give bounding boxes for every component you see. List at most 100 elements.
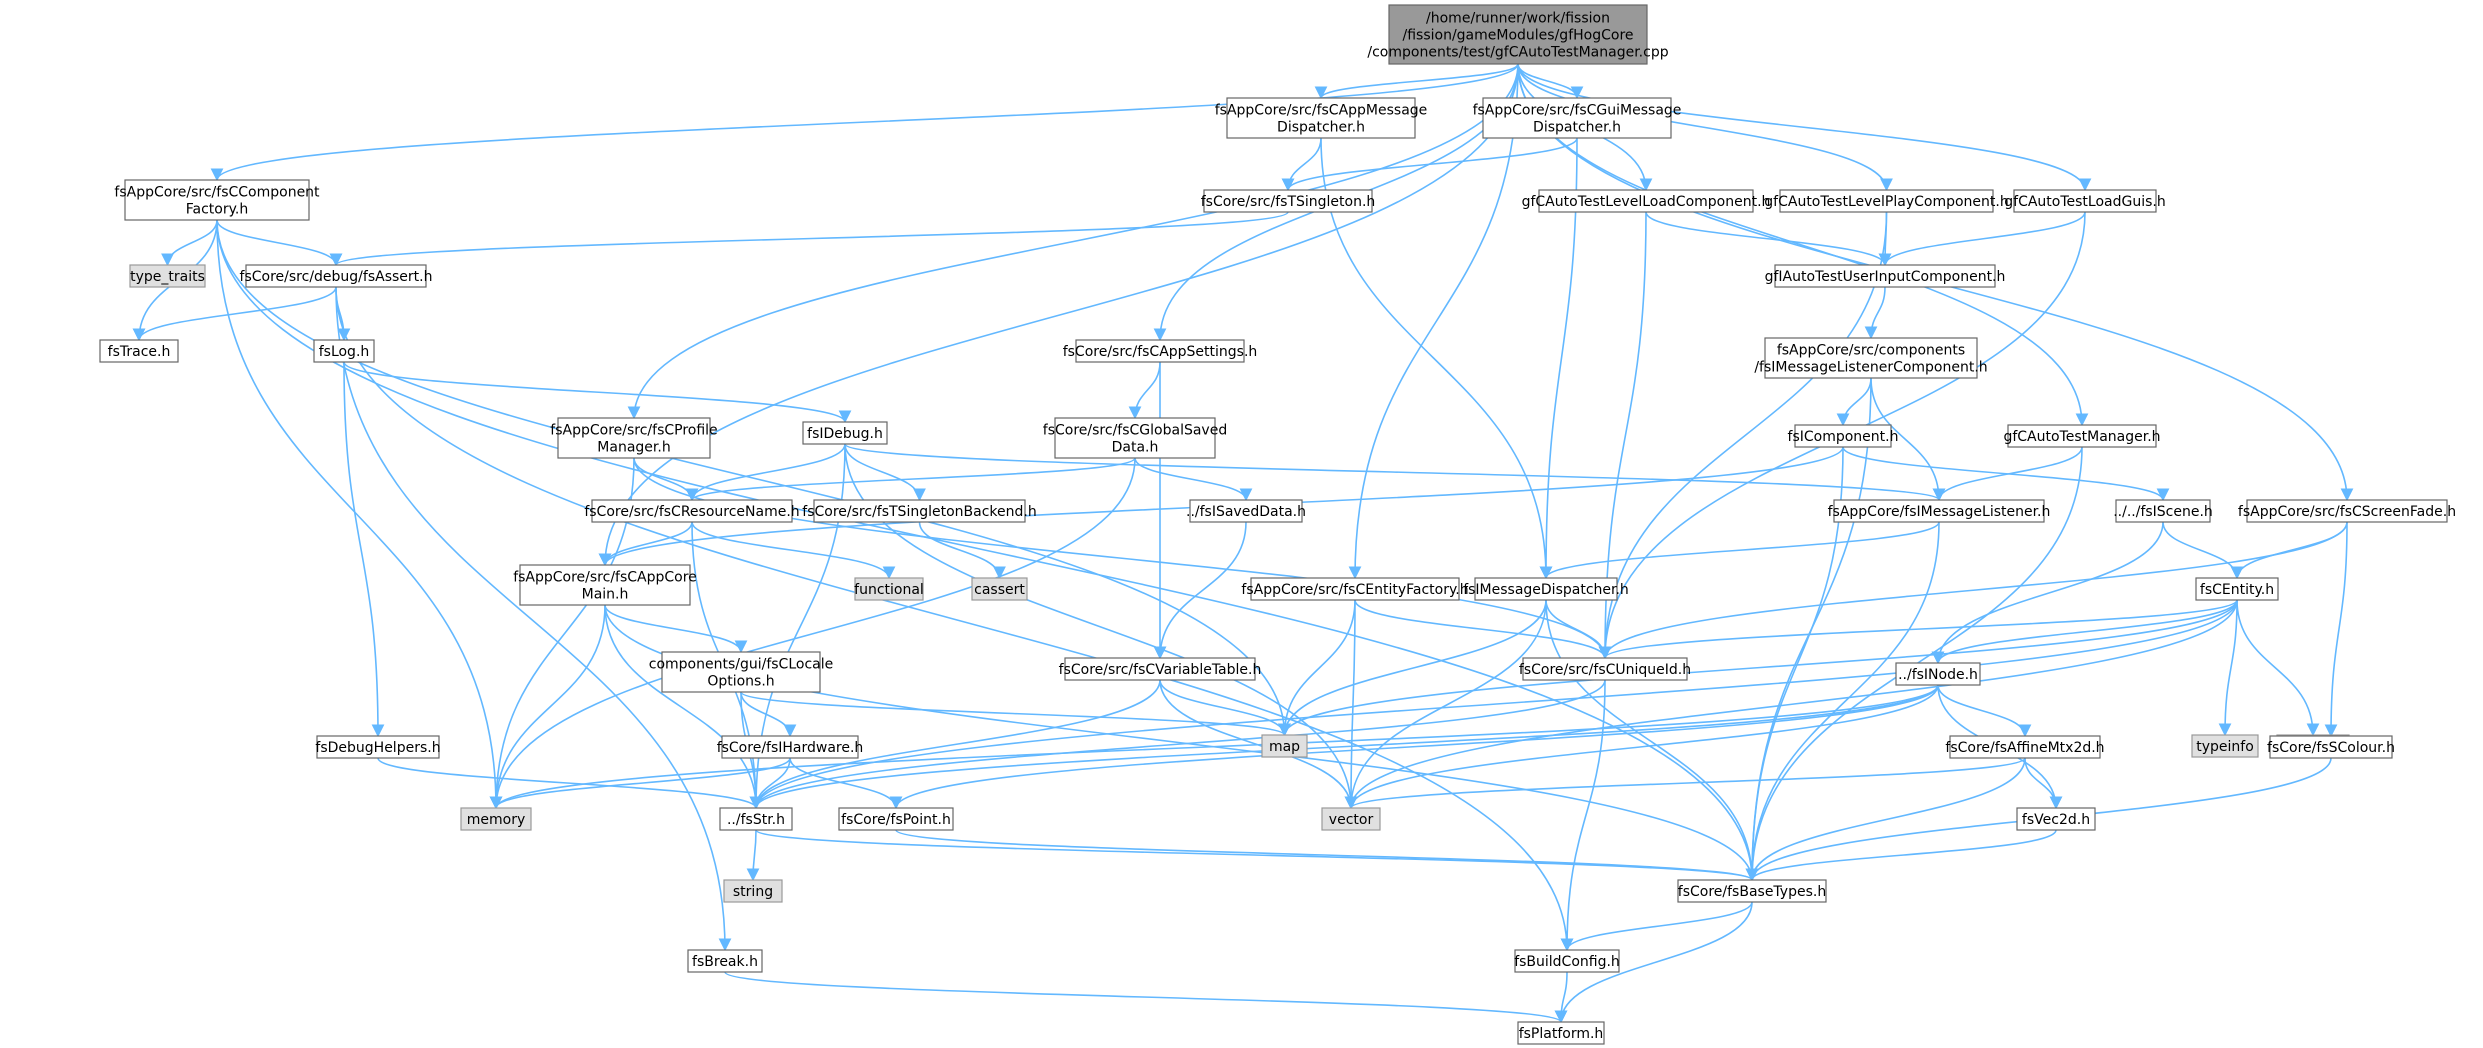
node-affine[interactable]: fsCore/fsAffineMtx2d.h [1945,735,2105,759]
node-label: ../fsINode.h [1898,667,1978,683]
node-box [1895,662,1981,686]
node-platform[interactable]: fsPlatform.h [1517,1021,1605,1045]
node-singleton-backend[interactable]: fsCore/src/fsTSingletonBackend.h [802,499,1037,523]
edge-comp_factory-to-basetypes [216,219,1759,882]
node-auto-test-mgr[interactable]: gfCAutoTestManager.h [2003,424,2161,448]
node-isaveddata[interactable]: ../fsISavedData.h [1186,499,1306,523]
node-fsinode[interactable]: ../fsINode.h [1895,662,1981,686]
node-box [2195,577,2279,601]
node-type-traits: type_traits [129,264,206,288]
node-label: gfCAutoTestLevelPlayComponent.h [1764,194,2008,210]
node-label: fsAppCore/fsIMessageListener.h [1828,504,2051,520]
node-label: fsCore/fsBaseTypes.h [1678,884,1826,900]
edge-resname-to-appcore_main [598,521,693,567]
edge-locale_opts-to-map [740,691,1291,737]
node-box [2013,189,2157,213]
node-label: fsCore/src/fsCUniqueId.h [1519,662,1691,678]
node-buildconfig[interactable]: fsBuildConfig.h [1514,949,1620,973]
node-label: Dispatcher.h [1277,120,1365,136]
node-icomponent[interactable]: fsIComponent.h [1788,424,1899,448]
node-label: fsCore/src/fsTSingletonBackend.h [802,504,1036,520]
node-fsihardware[interactable]: fsCore/fsIHardware.h [717,735,864,759]
node-box [316,735,440,759]
node-label: fsIDebug.h [807,426,883,442]
edge-vec2d-to-basetypes [1745,829,2057,882]
node-fsassert[interactable]: fsCore/src/debug/fsAssert.h [240,264,433,288]
node-load-guis[interactable]: gfCAutoTestLoadGuis.h [2004,189,2166,213]
edge-root-to-app_msg_disp [1314,63,1519,100]
node-fspoint[interactable]: fsCore/fsPoint.h [838,807,954,831]
node-label: Data.h [1112,440,1159,456]
node-box [1189,499,1303,523]
node-vec2d[interactable]: fsVec2d.h [2016,807,2096,831]
node-box [519,564,691,606]
node-app-settings[interactable]: fsCore/src/fsCAppSettings.h [1063,339,1258,363]
edge-global_saved-to-isaveddata [1134,457,1253,502]
node-fsidebug[interactable]: fsIDebug.h [802,421,888,445]
node-label: fsCore/fsIHardware.h [717,740,864,756]
node-label: fsIComponent.h [1788,429,1899,445]
node-box [2115,499,2211,523]
node-tsingleton[interactable]: fsCore/src/fsTSingleton.h [1201,189,1376,213]
node-box [1833,499,2045,523]
node-box [661,651,821,693]
node-label: fsLog.h [319,344,370,360]
node-scolour[interactable]: fsCore/fsSColour.h [2267,735,2395,759]
node-basetypes[interactable]: fsCore/fsBaseTypes.h [1677,879,1827,903]
edge-gui_msg_disp-to-tsingleton [1281,137,1578,192]
node-msg-listener-comp[interactable]: fsAppCore/src/components/fsIMessageListe… [1754,337,1988,379]
node-screen-fade[interactable]: fsAppCore/src/fsCScreenFade.h [2238,499,2456,523]
edge-global_saved-to-memory [489,457,1136,810]
edge-buildconfig-to-platform [1554,971,1568,1024]
node-root[interactable]: /home/runner/work/fission/fission/gameMo… [1367,4,1669,65]
node-box [813,499,1026,523]
node-entity-factory[interactable]: fsAppCore/src/fsCEntityFactory.h [1241,577,1469,601]
node-centity[interactable]: fsCEntity.h [2195,577,2279,601]
edge-uniqueid-to-fsstr [749,679,1606,810]
node-label: memory [467,812,526,828]
edge-uniqueid-to-buildconfig [1560,679,1606,952]
node-imsg-dispatcher[interactable]: fsIMessageDispatcher.h [1463,577,1629,601]
node-user-input[interactable]: gfIAutoTestUserInputComponent.h [1765,264,2006,288]
node-uniqueid[interactable]: fsCore/src/fsCUniqueId.h [1519,657,1691,681]
node-label: fsCore/fsPoint.h [841,812,951,828]
node-fsbreak[interactable]: fsBreak.h [687,949,763,973]
node-level-play[interactable]: gfCAutoTestLevelPlayComponent.h [1764,189,2009,213]
node-fstrace[interactable]: fsTrace.h [99,339,179,363]
edge-auto_test_mgr-to-imsg_listener [1932,446,2083,502]
node-label: fsCore/fsAffineMtx2d.h [1945,740,2104,756]
node-label: ../fsISavedData.h [1186,504,1306,520]
node-box [2269,735,2393,759]
node-box [1779,189,1994,213]
node-variable-table[interactable]: fsCore/src/fsCVariableTable.h [1059,657,1262,681]
edge-entity_factory-to-vector [1344,599,1358,810]
node-vector: vector [1321,807,1381,831]
node-label: fsAppCore/src/fsCAppCore [513,570,697,586]
node-box [129,264,206,288]
node-fsstr[interactable]: ../fsStr.h [719,807,793,831]
node-label: string [733,884,773,900]
node-box [2016,807,2096,831]
node-level-load[interactable]: gfCAutoTestLevelLoadComponent.h [1522,189,1771,213]
node-resname[interactable]: fsCore/src/fsCResourceName.h [584,499,800,523]
node-box [1064,657,1256,681]
node-memory: memory [460,807,532,831]
edge-imsg_dispatcher-to-vector [1344,599,1547,810]
node-cassert: cassert [971,577,1028,601]
edge-root-to-entity_factory [1348,63,1519,580]
node-debug-helpers[interactable]: fsDebugHelpers.h [315,735,441,759]
node-label: fsCore/src/fsCGlobalSaved [1043,423,1227,439]
node-imsg-listener[interactable]: fsAppCore/fsIMessageListener.h [1828,499,2051,523]
node-label: Manager.h [597,440,670,456]
node-label: components/gui/fsCLocale [649,657,833,673]
node-fslog[interactable]: fsLog.h [313,339,375,363]
node-iscene[interactable]: ../../fsIScene.h [2113,499,2213,523]
